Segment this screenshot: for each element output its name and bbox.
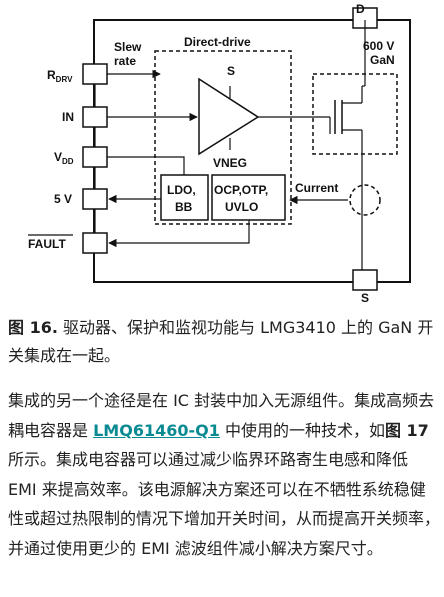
- rdrv-subscript: DRV: [56, 75, 73, 84]
- current-label: Current: [295, 181, 338, 195]
- five-v-pin: [82, 188, 108, 210]
- driver-amplifier: [198, 77, 260, 156]
- slew-rate-label-1: Slew: [114, 40, 142, 54]
- vdd-label: VDD: [54, 150, 74, 166]
- ocp-label-2: UVLO: [225, 200, 258, 214]
- vdd-subscript: DD: [62, 157, 74, 166]
- fault-label: FAULT: [28, 237, 66, 251]
- rdrv-main: R: [47, 68, 56, 82]
- vneg-label: VNEG: [213, 156, 247, 170]
- in-pin: [82, 106, 108, 128]
- ldo-label-1: LDO,: [167, 183, 196, 197]
- body-text-part2: 中使用的一种技术，如: [219, 420, 385, 440]
- vdd-main: V: [54, 150, 62, 164]
- body-text-part3: 所示。集成电容器可以通过减少临界环路寄生电感和降低 EMI 来提高效率。该电源解…: [8, 450, 441, 558]
- s-bottom-label: S: [361, 291, 369, 305]
- gan-voltage-label: 600 V: [363, 39, 394, 53]
- rdrv-pin: [82, 63, 108, 85]
- direct-drive-label: Direct-drive: [184, 35, 251, 49]
- s-bottom-pin: [352, 269, 378, 291]
- ocp-otp-uvlo-box: [211, 174, 286, 221]
- gan-label: GaN: [370, 53, 395, 67]
- ldo-label-2: BB: [175, 200, 193, 214]
- lmq61460-link[interactable]: LMQ61460-Q1: [93, 420, 220, 440]
- caption-number: 图 16.: [8, 318, 58, 337]
- s-top-label: S: [227, 64, 235, 78]
- d-pin-label: D: [356, 2, 365, 16]
- body-text-part1: 集成的另一个途径是在 IC 封装中加入无源组件。集成高频去耦电容器是: [8, 391, 435, 440]
- figure-caption: 图 16. 驱动器、保护和监视功能与 LMG3410 上的 GaN 开关集成在一…: [8, 314, 438, 370]
- current-sense-circle: [349, 184, 381, 216]
- ocp-label-1: OCP,OTP,: [214, 183, 268, 197]
- figure-17-reference: 图 17: [384, 420, 429, 440]
- ldo-bb-box: [160, 174, 209, 221]
- gan-driver-block-diagram: D Slew rate Direct-drive 600 V GaN RDRV …: [28, 2, 411, 305]
- in-label: IN: [62, 110, 74, 124]
- vdd-pin: [82, 146, 108, 168]
- five-v-label: 5 V: [54, 192, 72, 206]
- body-paragraph: 集成的另一个途径是在 IC 封装中加入无源组件。集成高频去耦电容器是 LMQ61…: [8, 386, 440, 564]
- gan-fet-box: [312, 73, 398, 155]
- rdrv-label: RDRV: [47, 68, 73, 84]
- slew-rate-label-2: rate: [114, 54, 136, 68]
- fault-pin: [82, 232, 108, 254]
- caption-text: 驱动器、保护和监视功能与 LMG3410 上的 GaN 开关集成在一起。: [8, 318, 434, 365]
